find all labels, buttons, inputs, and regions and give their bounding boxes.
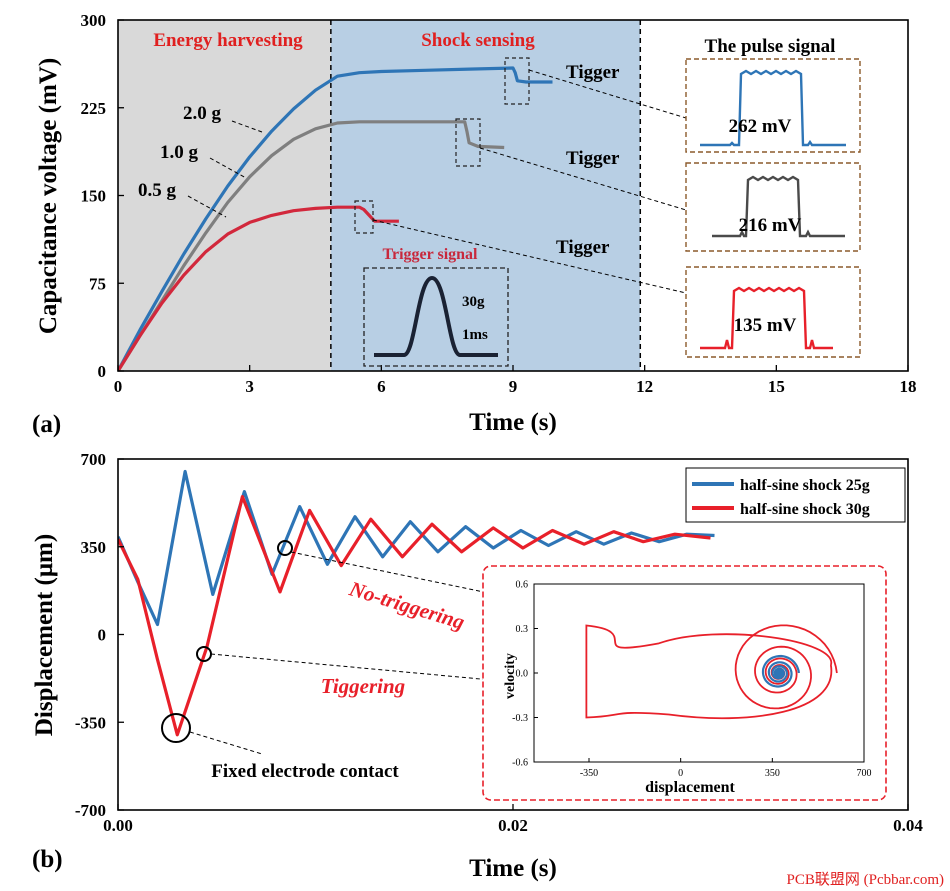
- pulse-value-216: 216 mV: [739, 215, 802, 236]
- series-line-0-5-g: [118, 205, 399, 371]
- panel-label-b: (b): [32, 846, 63, 873]
- legend-label-25g: half-sine shock 25g: [740, 477, 870, 494]
- series-line-half-sine-shock-30g: [118, 495, 711, 737]
- half-sine-pulse: [374, 275, 498, 357]
- pulse-trace-135: [700, 286, 833, 350]
- trigger-amplitude: 30g: [462, 294, 485, 310]
- inset-frame-dashed: [482, 565, 887, 801]
- trigger-label-05g: Tigger: [556, 237, 610, 258]
- pulse-trace-216: [712, 175, 845, 238]
- y-axis-label-b: Displacement (μm): [31, 534, 58, 736]
- y-tick-label: 0: [98, 362, 107, 381]
- leader-05g: [187, 195, 227, 218]
- x-tick-label: 15: [768, 377, 785, 396]
- x-tick-label: 12: [636, 377, 653, 396]
- inset-y-tick-label: 0.6: [516, 580, 529, 591]
- region-label-energy-harvesting: Energy harvesting: [153, 30, 303, 51]
- x-axis-label-b: Time (s): [469, 855, 557, 882]
- y-tick-label: -700: [75, 801, 106, 820]
- inset-x-tick-label: 0: [678, 768, 683, 779]
- x-tick-label: 0.04: [893, 816, 923, 835]
- region-backgrounds: [118, 20, 908, 371]
- inset-y-tick-label: 0.3: [516, 624, 529, 635]
- y-tick-label: 0: [98, 626, 107, 645]
- trigger-signal-inset: Trigger signal 30g 1ms: [363, 246, 509, 367]
- watermark: PCB联盟网 (Pcbbar.com): [787, 871, 945, 888]
- pulse-value-262: 262 mV: [729, 116, 792, 137]
- region-shock-sensing: [330, 20, 641, 371]
- inset-equilibrium-point: [774, 669, 783, 677]
- x-tick-label: 0.02: [498, 816, 528, 835]
- x-ticks-a: 0 3 6 9 12 15 18: [114, 365, 917, 396]
- y-axis-label-a: Capacitance voltage (mV): [35, 58, 62, 334]
- region-label-pulse-signal: The pulse signal: [705, 36, 836, 57]
- x-tick-label: 18: [900, 377, 917, 396]
- legend-label-30g: half-sine shock 30g: [740, 501, 870, 518]
- region-the-pulse-signal: [640, 20, 908, 371]
- region-label-shock-sensing: Shock sensing: [421, 30, 535, 51]
- pulse-box-135: 135 mV: [685, 266, 861, 358]
- x-tick-label: 0.00: [103, 816, 133, 835]
- y-tick-label: 300: [81, 11, 107, 30]
- x-tick-label: 0: [114, 377, 123, 396]
- inset-phase-curves: [585, 624, 838, 720]
- inset-curve-30g-excursion: [585, 624, 833, 720]
- x-tick-label: 9: [509, 377, 518, 396]
- inset-ticks: -350 0 350 700 -0.6 -0.3 0.0 0.3 0.6: [512, 580, 871, 780]
- connector-1g: [479, 147, 687, 211]
- inset-y-tick-label: -0.6: [512, 758, 528, 769]
- connector-contact: [189, 731, 263, 755]
- x-ticks-b: 0.00 0.02 0.04: [103, 804, 923, 835]
- y-tick-label: 75: [89, 274, 106, 293]
- trigger-box-05g: [354, 200, 374, 234]
- x-axis-label-a: Time (s): [469, 409, 557, 436]
- series-line-2-0-g: [118, 66, 553, 371]
- y-ticks-a: 0 75 150 225 300: [81, 11, 124, 381]
- annotation-triggering: Tiggering: [321, 674, 405, 698]
- x-tick-label: 3: [245, 377, 254, 396]
- inset-x-label: displacement: [645, 779, 735, 796]
- pulse-box-216: 216 mV: [685, 162, 861, 252]
- pulse-box-262: 262 mV: [685, 58, 861, 153]
- legend: half-sine shock 25g half-sine shock 30g: [685, 467, 906, 523]
- y-tick-label: 700: [81, 450, 107, 469]
- y-tick-label: -350: [75, 713, 106, 732]
- inset-y-tick-label: 0.0: [516, 669, 529, 680]
- inset-y-label: velocity: [503, 653, 518, 699]
- connector-2g: [528, 69, 687, 119]
- x-tick-label: 6: [377, 377, 386, 396]
- y-tick-label: 150: [81, 187, 107, 206]
- series-label-2g: 2.0 g: [183, 103, 222, 124]
- y-tick-label: 225: [81, 99, 107, 118]
- pulse-trace-262: [700, 69, 846, 147]
- panel-a: 0 3 6 9 12 15 18 0 75 150 225 300 Energy harvestin…: [32, 11, 917, 438]
- trigger-duration: 1ms: [462, 327, 488, 343]
- displacement-series: [118, 469, 715, 737]
- inset-x-tick-label: 700: [857, 768, 872, 779]
- trigger-label-1g: Tigger: [566, 148, 620, 169]
- leader-2g: [231, 120, 263, 133]
- y-tick-label: 350: [81, 538, 107, 557]
- annotation-contact: Fixed electrode contact: [211, 761, 399, 782]
- series-label-05g: 0.5 g: [138, 180, 177, 201]
- phase-inset: -350 0 350 700 -0.6 -0.3 0.0 0.3 0.6 displacemen…: [482, 565, 887, 801]
- trigger-signal-title: Trigger signal: [383, 246, 479, 263]
- contact-marker: [161, 713, 191, 743]
- series-line-half-sine-shock-25g: [118, 469, 715, 627]
- y-ticks-b: -700 -350 0 350 700: [75, 450, 124, 820]
- panel-label-a: (a): [32, 411, 61, 438]
- series-label-1g: 1.0 g: [160, 142, 199, 163]
- inset-x-tick-label: 350: [765, 768, 780, 779]
- series-line-1-0-g: [118, 120, 505, 371]
- no-trigger-marker: [277, 540, 293, 556]
- connector-05g: [372, 219, 687, 294]
- voltage-series: [118, 66, 553, 371]
- pulse-value-135: 135 mV: [734, 315, 797, 336]
- trigger-label-2g: Tigger: [566, 62, 620, 83]
- inset-x-tick-label: -350: [580, 768, 598, 779]
- inset-y-tick-label: -0.3: [512, 713, 528, 724]
